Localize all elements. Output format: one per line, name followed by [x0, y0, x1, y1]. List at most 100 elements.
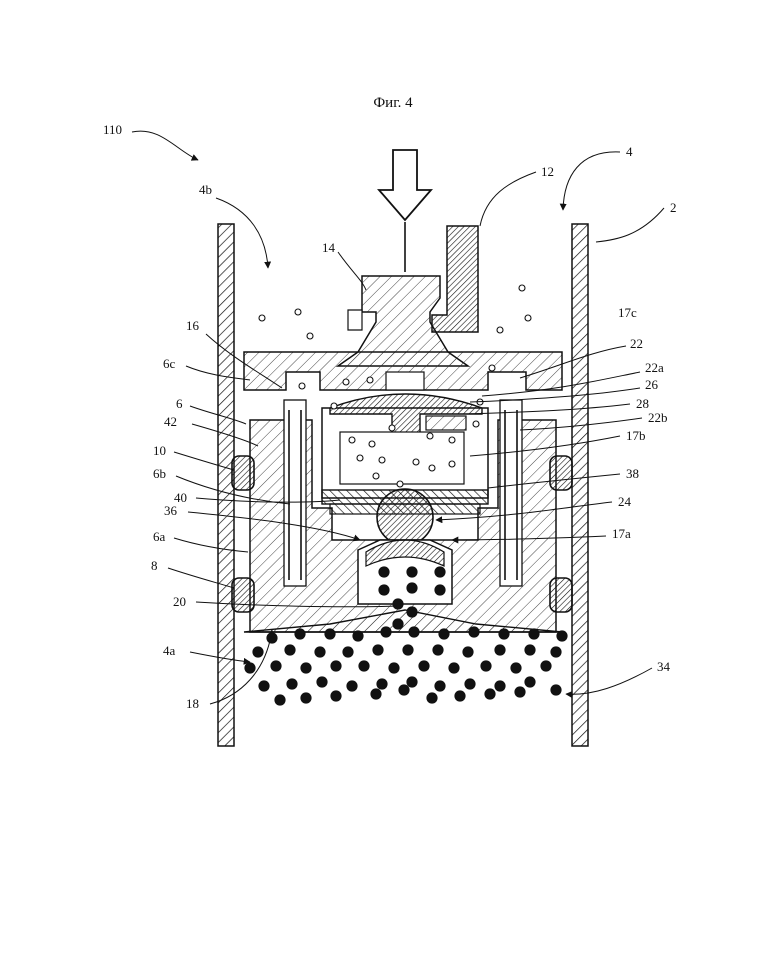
fluid-particle — [392, 598, 403, 609]
fluid-particle — [408, 626, 419, 637]
fluid-particle — [550, 684, 561, 695]
fluid-particle — [556, 630, 567, 641]
fluid-particle — [300, 662, 311, 673]
fluid-particle — [494, 644, 505, 655]
gas-bubble — [299, 383, 305, 389]
gas-bubble — [389, 425, 395, 431]
ball-valve — [377, 489, 433, 545]
gas-bubble — [427, 433, 433, 439]
label-16: 16 — [186, 318, 200, 333]
label-22: 22 — [630, 336, 643, 351]
leader-line — [174, 538, 248, 552]
fluid-particle — [274, 694, 285, 705]
label-2: 2 — [670, 200, 677, 215]
fluid-particle — [258, 680, 269, 691]
fluid-particle — [370, 688, 381, 699]
fluid-particle — [378, 566, 389, 577]
fluid-particle — [432, 644, 443, 655]
inner-block — [426, 416, 466, 430]
seal-ring-left-lower — [232, 578, 254, 612]
fluid-particle — [448, 662, 459, 673]
label-110: 110 — [103, 122, 122, 137]
fluid-particle — [438, 628, 449, 639]
label-17b: 17b — [626, 428, 646, 443]
cylinder-right-wall — [572, 224, 588, 746]
figure-title: Фиг. 4 — [373, 95, 413, 111]
label-4a: 4a — [163, 643, 176, 658]
label-6c: 6c — [163, 356, 176, 371]
fluid-particle — [524, 644, 535, 655]
gas-bubble — [397, 481, 403, 487]
gas-bubble — [259, 315, 265, 321]
plunger-side-tab — [348, 310, 362, 330]
label-38: 38 — [626, 466, 639, 481]
label-24: 24 — [618, 494, 632, 509]
seal-ring-right-upper — [550, 456, 572, 490]
fluid-particle — [418, 660, 429, 671]
label-12: 12 — [541, 164, 554, 179]
fluid-particle — [300, 692, 311, 703]
leader-line — [563, 152, 620, 210]
fluid-particle — [270, 660, 281, 671]
gas-bubble — [307, 333, 313, 339]
fluid-particle — [550, 646, 561, 657]
fluid-particle — [510, 662, 521, 673]
gas-bubble — [357, 455, 363, 461]
right-bolt — [500, 400, 522, 586]
fluid-particle — [294, 628, 305, 639]
gas-bubble — [331, 403, 337, 409]
label-26: 26 — [645, 377, 659, 392]
fluid-particle — [464, 678, 475, 689]
fluid-particle — [316, 676, 327, 687]
fluid-particle — [406, 582, 417, 593]
seal-ring-right-lower — [550, 578, 572, 612]
fluid-particle — [398, 684, 409, 695]
fluid-particle — [484, 688, 495, 699]
gas-bubble — [295, 309, 301, 315]
gas-bubble — [373, 473, 379, 479]
fluid-particle — [406, 606, 417, 617]
label-22b: 22b — [648, 410, 668, 425]
fluid-particle — [454, 690, 465, 701]
label-4: 4 — [626, 144, 633, 159]
label-6b: 6b — [153, 466, 166, 481]
fluid-particle — [494, 680, 505, 691]
gas-bubble — [449, 437, 455, 443]
fluid-particle — [406, 676, 417, 687]
fluid-particle — [330, 660, 341, 671]
fluid-particle — [324, 628, 335, 639]
label-36: 36 — [164, 503, 178, 518]
fluid-particle — [376, 678, 387, 689]
gas-bubble — [367, 377, 373, 383]
fluid-particle — [540, 660, 551, 671]
gas-bubble — [349, 437, 355, 443]
label-6: 6 — [176, 396, 183, 411]
fluid-particle — [434, 584, 445, 595]
fluid-particle — [314, 646, 325, 657]
label-6a: 6a — [153, 529, 166, 544]
leader-line — [596, 208, 664, 242]
gas-bubble — [379, 457, 385, 463]
label-4b: 4b — [199, 182, 212, 197]
leader-line — [132, 131, 198, 160]
gas-bubble — [369, 441, 375, 447]
fluid-particle — [286, 678, 297, 689]
label-18: 18 — [186, 696, 199, 711]
seal-ring-left-upper — [232, 456, 254, 490]
fluid-particle — [358, 660, 369, 671]
fluid-particle — [434, 680, 445, 691]
fluid-particle — [342, 646, 353, 657]
label-42: 42 — [164, 414, 177, 429]
fluid-particle — [392, 618, 403, 629]
fluid-particle — [346, 680, 357, 691]
fluid-particle — [528, 628, 539, 639]
gas-bubble — [473, 421, 479, 427]
fluid-particle — [378, 584, 389, 595]
fluid-particle — [380, 626, 391, 637]
fluid-particle — [426, 692, 437, 703]
label-8: 8 — [151, 558, 158, 573]
fluid-particle — [434, 566, 445, 577]
label-20: 20 — [173, 594, 186, 609]
fluid-particle — [462, 646, 473, 657]
fluid-particle — [244, 662, 255, 673]
